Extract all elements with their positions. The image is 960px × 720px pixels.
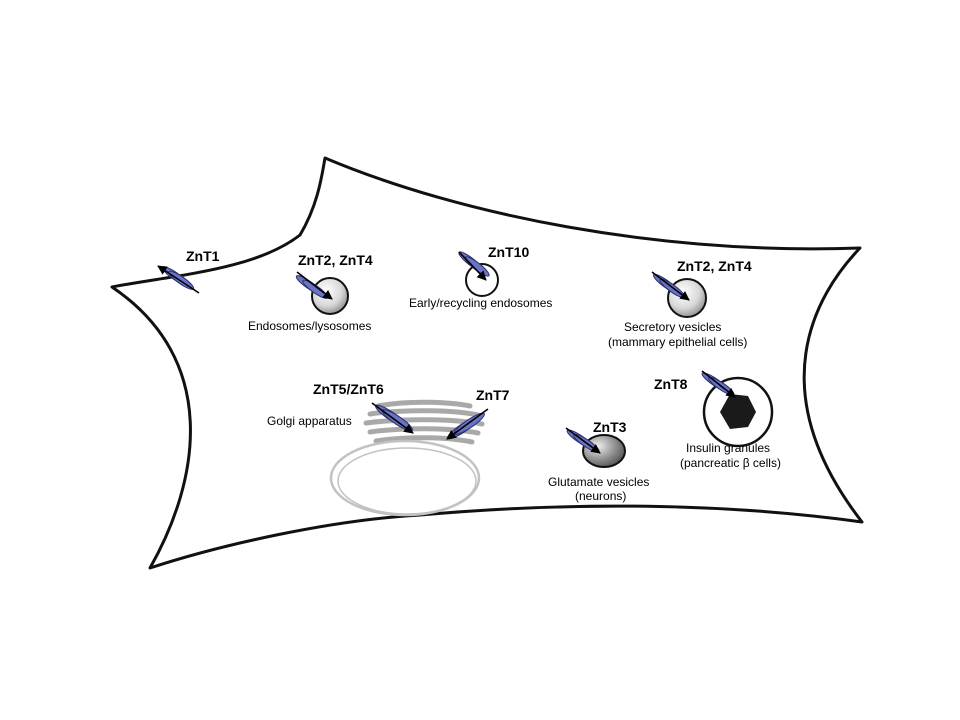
znt5-znt6-transporter (371, 402, 414, 434)
znt1-transporter (157, 265, 200, 294)
label-endosomes-lysosomes: Endosomes/lysosomes (248, 319, 371, 333)
label-glutamate-line2: (neurons) (575, 489, 626, 503)
label-znt2-znt4-secretory: ZnT2, ZnT4 (677, 258, 752, 274)
label-early-recycling-endosomes: Early/recycling endosomes (409, 296, 552, 310)
label-znt5-znt6: ZnT5/ZnT6 (313, 381, 384, 397)
znt7-transporter (446, 408, 489, 440)
label-insulin-line2: (pancreatic β cells) (680, 456, 781, 470)
glutamate-vesicle (582, 434, 626, 468)
insulin-crystal-core (720, 394, 756, 429)
label-znt7: ZnT7 (476, 387, 510, 403)
znt10-transporter (458, 251, 490, 281)
label-znt2-znt4-endo: ZnT2, ZnT4 (298, 252, 373, 268)
label-znt3: ZnT3 (593, 419, 627, 435)
label-insulin-line1: Insulin granules (686, 441, 770, 455)
znt2-znt4-secretory-transporter (651, 271, 690, 301)
endosome-lysosome-vesicle (311, 277, 349, 315)
znt8-transporter (701, 370, 736, 398)
label-glutamate-line1: Glutamate vesicles (548, 475, 649, 489)
label-znt1: ZnT1 (186, 248, 220, 264)
label-secretory-line1: Secretory vesicles (624, 320, 721, 334)
znt2-znt4-endosome-transporter (295, 271, 333, 300)
label-secretory-line2: (mammary epithelial cells) (608, 335, 747, 349)
label-znt8: ZnT8 (654, 376, 688, 392)
cell-membrane (110, 156, 864, 570)
label-znt10: ZnT10 (488, 244, 529, 260)
label-golgi-apparatus: Golgi apparatus (267, 414, 352, 428)
znt3-transporter (565, 427, 601, 454)
nucleus (329, 439, 481, 517)
